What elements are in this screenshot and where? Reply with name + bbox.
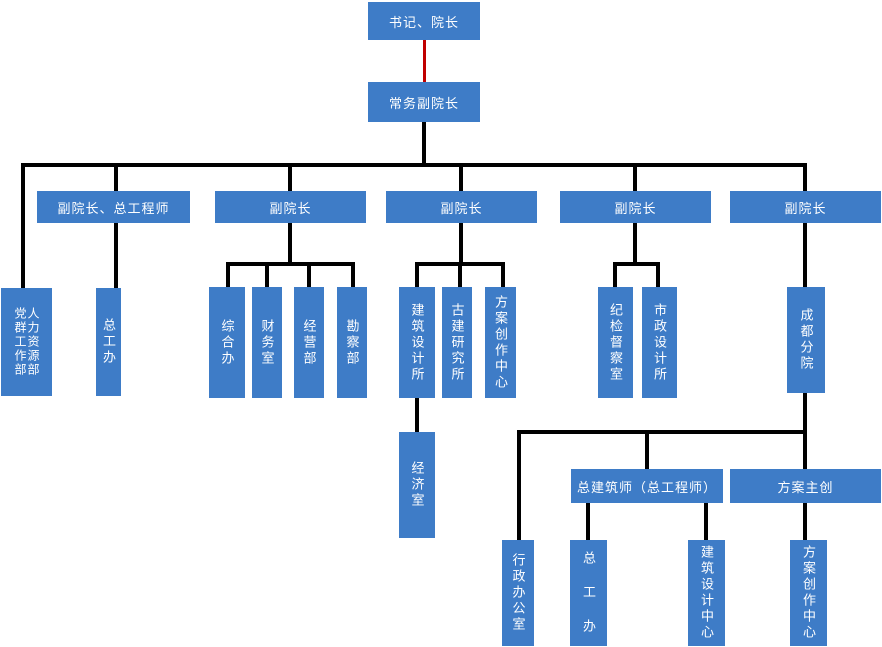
node-scheme-creation-center: 方案创作中心 <box>485 287 516 398</box>
connector-vd4-down <box>633 223 637 262</box>
node-party-mass-and-hr-dept: 党群工作部 人力资源部 <box>1 288 52 396</box>
node-chengdu-chief-engineer-office: 总 工 办 <box>570 540 607 646</box>
node-ancient-architecture-research-institute: 古建研究所 <box>442 287 472 398</box>
node-vice-dean-4: 副院长 <box>560 191 711 223</box>
node-chengdu-chief-architect: 总建筑师（总工程师） <box>571 469 723 503</box>
connector-chengdu-down <box>803 393 807 430</box>
hr-dept-label: 人力资源部 <box>26 307 40 377</box>
node-vice-dean-5: 副院长 <box>730 191 881 223</box>
node-vice-dean-3: 副院长 <box>386 191 537 223</box>
connector-drop-vice-dean-3 <box>459 167 463 191</box>
node-discipline-inspection-supervision-office: 纪检督察室 <box>598 287 633 398</box>
node-chengdu-admin-office: 行政办公室 <box>502 540 534 646</box>
connector-drop-vice-dean-5 <box>803 167 807 191</box>
connector-drop-cd-chief-engineer-office <box>586 503 590 540</box>
node-finance-office: 财务室 <box>252 287 282 398</box>
connector-drop-general-affairs <box>226 266 230 287</box>
connector-drop-arch-design-institute <box>415 266 419 287</box>
node-chengdu-architectural-design-center: 建筑设计中心 <box>688 540 725 646</box>
node-exec-vice-dean: 常务副院长 <box>368 82 480 122</box>
connector-drop-party-hr <box>21 167 25 288</box>
connector-vd5-to-chengdu-branch <box>803 223 807 287</box>
connector-drop-cd-arch-design-center <box>704 503 708 540</box>
node-economy-office: 经济室 <box>399 432 435 538</box>
node-general-affairs-office: 综合办 <box>209 287 245 398</box>
connector-drop-vice-dean-1 <box>114 167 118 191</box>
connector-arch-institute-to-economy-office <box>415 398 419 432</box>
connector-root-to-exec <box>423 40 426 82</box>
connector-main-horizontal <box>21 163 807 167</box>
node-chief-engineer-office: 总工办 <box>96 288 121 396</box>
connector-exec-down <box>422 122 426 163</box>
connector-vd2-horizontal <box>226 262 355 266</box>
connector-drop-scheme-creation <box>501 266 505 287</box>
party-mass-dept-label: 党群工作部 <box>13 307 27 377</box>
node-municipal-design-institute: 市政设计所 <box>642 287 677 398</box>
connector-drop-cd-scheme-creation-center <box>803 503 807 540</box>
node-vice-dean-2: 副院长 <box>215 191 366 223</box>
connector-drop-municipal-design <box>656 266 660 287</box>
node-secretary-dean: 书记、院长 <box>368 2 480 40</box>
connector-drop-admin-office <box>517 434 521 540</box>
connector-vd3-horizontal <box>415 262 505 266</box>
connector-vd3-down <box>459 223 463 262</box>
connector-drop-survey <box>351 266 355 287</box>
connector-chengdu-horizontal <box>517 430 807 434</box>
connector-vd4-horizontal <box>613 262 660 266</box>
connector-vd1-to-chief-engineer-office <box>114 223 118 288</box>
node-business-dept: 经营部 <box>294 287 324 398</box>
node-vice-dean-chief-engineer: 副院长、总工程师 <box>37 191 190 223</box>
connector-drop-scheme-lead <box>803 434 807 469</box>
connector-drop-vice-dean-2 <box>288 167 292 191</box>
connector-drop-vice-dean-4 <box>633 167 637 191</box>
connector-vd2-down <box>288 223 292 262</box>
node-survey-dept: 勘察部 <box>337 287 367 398</box>
connector-drop-ancient-arch <box>458 266 462 287</box>
connector-drop-discipline-inspection <box>613 266 617 287</box>
node-chengdu-scheme-creation-center: 方案创作中心 <box>790 540 827 646</box>
connector-drop-business <box>307 266 311 287</box>
connector-drop-finance <box>265 266 269 287</box>
node-chengdu-branch: 成都分院 <box>787 287 825 393</box>
connector-drop-chief-architect <box>645 434 649 469</box>
node-architectural-design-institute: 建筑设计所 <box>399 287 435 398</box>
node-chengdu-scheme-lead: 方案主创 <box>730 469 881 503</box>
